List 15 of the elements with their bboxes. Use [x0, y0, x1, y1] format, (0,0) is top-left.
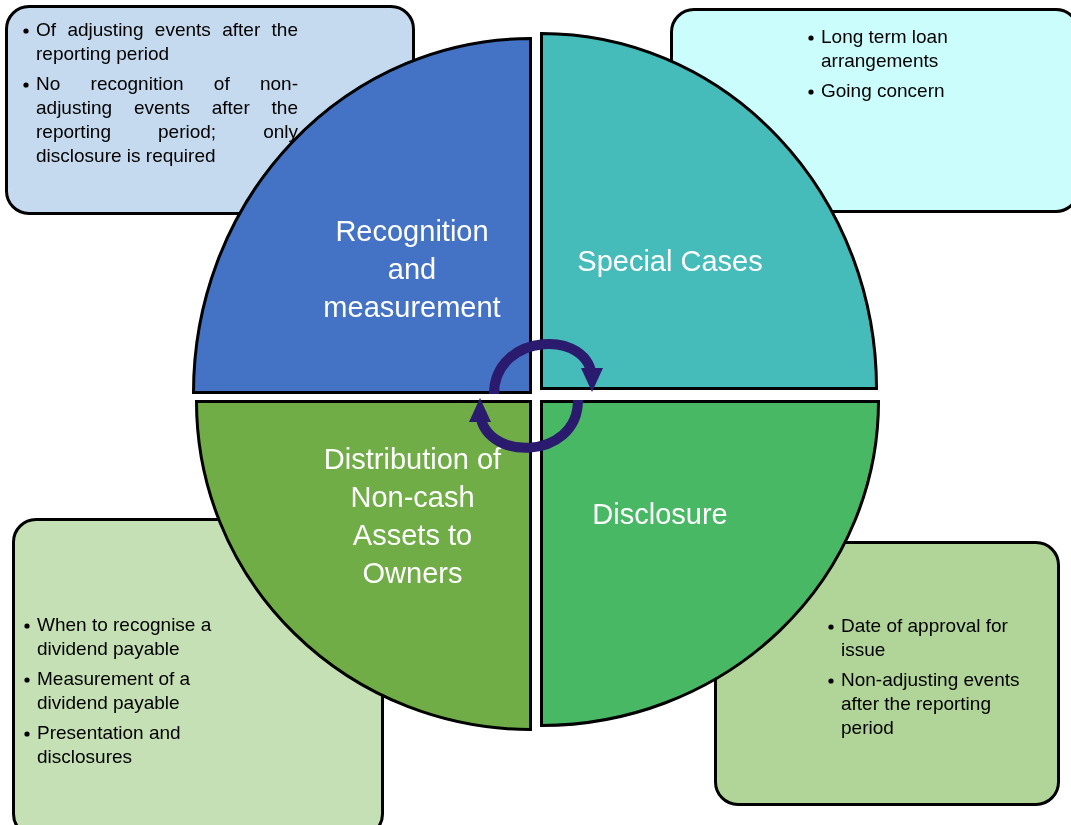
bullet-text: No recognition of non-adjusting events after the reporting period; only disclosure is required — [36, 73, 298, 166]
segment-title: Disclosure — [591, 497, 729, 532]
bullet-text: Going concern — [821, 80, 945, 101]
bullet-text: Of adjusting events after the reporting period — [36, 19, 298, 64]
bullet-text: Long term loan arrangements — [821, 26, 948, 71]
segment-title: Special Cases — [576, 244, 764, 279]
quadrant-segment — [195, 400, 532, 731]
curved-arrow — [489, 339, 601, 395]
bullet-text: Measurement of a dividend payable — [37, 668, 191, 713]
bullet-text: When to recognise a dividend payable — [37, 614, 212, 659]
bullet-text: Presentation and disclosures — [37, 722, 181, 767]
segment-title: Recognition and measurement — [322, 214, 502, 325]
bullet-text: Non-adjusting events after the reporting period — [841, 669, 1020, 738]
bullet-text: Date of approval for issue — [841, 615, 1008, 660]
segment-title: Distribution of Non-cash Assets to Owners — [322, 442, 503, 591]
